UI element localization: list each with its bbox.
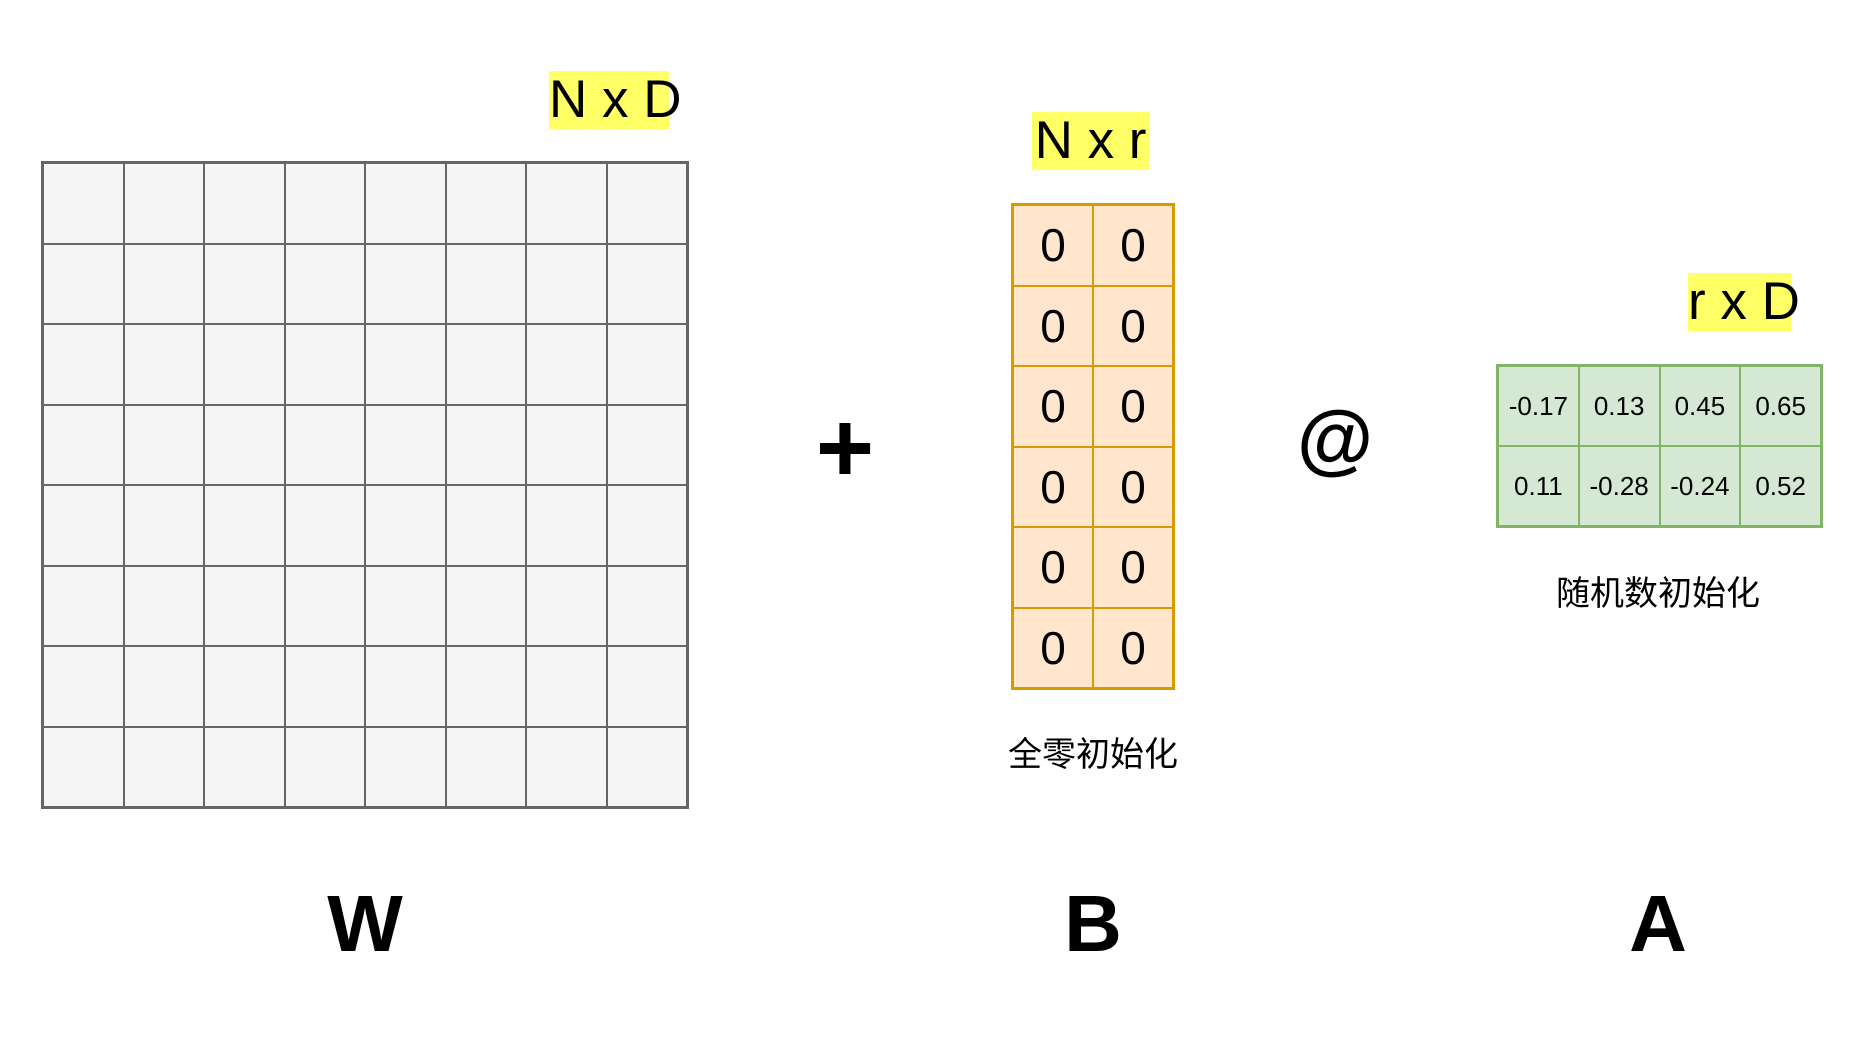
w-matrix-cell bbox=[526, 726, 607, 807]
w-matrix-cell bbox=[43, 726, 124, 807]
w-matrix-cell bbox=[526, 565, 607, 646]
w-matrix-cell bbox=[204, 646, 285, 727]
w-matrix-cell bbox=[445, 646, 526, 727]
a-matrix-cell: 0.65 bbox=[1740, 366, 1821, 446]
w-matrix-cell bbox=[445, 565, 526, 646]
w-matrix-cell bbox=[365, 163, 446, 244]
w-matrix-cell bbox=[445, 404, 526, 485]
w-matrix-cell bbox=[43, 485, 124, 566]
w-matrix-cell bbox=[204, 485, 285, 566]
w-matrix-cell bbox=[284, 324, 365, 405]
a-dimension-label: r x D bbox=[1688, 272, 1800, 331]
w-matrix-cell bbox=[204, 565, 285, 646]
w-matrix-cell bbox=[365, 646, 446, 727]
b-matrix-cell: 0 bbox=[1093, 446, 1173, 527]
w-matrix-cell bbox=[365, 485, 446, 566]
w-matrix-cell bbox=[606, 485, 687, 566]
w-matrix-cell bbox=[43, 163, 124, 244]
w-matrix-cell bbox=[284, 163, 365, 244]
w-matrix-cell bbox=[43, 646, 124, 727]
w-matrix-cell bbox=[526, 404, 607, 485]
w-matrix-cell bbox=[204, 404, 285, 485]
w-matrix-cell bbox=[365, 565, 446, 646]
a-matrix-cell: -0.24 bbox=[1659, 446, 1741, 526]
w-matrix-cell bbox=[204, 726, 285, 807]
w-matrix-cell bbox=[123, 565, 204, 646]
w-matrix-cell bbox=[606, 646, 687, 727]
w-matrix-cell bbox=[123, 324, 204, 405]
w-matrix-cell bbox=[606, 243, 687, 324]
b-matrix-cell: 0 bbox=[1093, 205, 1173, 286]
w-matrix-cell bbox=[123, 646, 204, 727]
w-matrix-cell bbox=[204, 243, 285, 324]
w-matrix-cell bbox=[365, 404, 446, 485]
w-matrix-cell bbox=[365, 243, 446, 324]
a-matrix-cell: 0.11 bbox=[1498, 446, 1579, 526]
w-matrix-cell bbox=[365, 726, 446, 807]
a-matrix-cell: 0.52 bbox=[1740, 446, 1821, 526]
w-matrix-cell bbox=[284, 726, 365, 807]
w-matrix-cell bbox=[606, 324, 687, 405]
w-matrix-name: W bbox=[327, 879, 403, 968]
w-matrix-cell bbox=[204, 163, 285, 244]
w-matrix-cell bbox=[526, 243, 607, 324]
a-matrix-cell: 0.45 bbox=[1659, 366, 1741, 446]
w-matrix-cell bbox=[204, 324, 285, 405]
b-matrix-cell: 0 bbox=[1093, 366, 1173, 447]
w-matrix-cell bbox=[606, 565, 687, 646]
a-matrix-cell: 0.13 bbox=[1578, 366, 1660, 446]
w-matrix-cell bbox=[284, 243, 365, 324]
w-matrix-cell bbox=[43, 243, 124, 324]
plus-operator: + bbox=[815, 392, 875, 504]
b-matrix-cell: 0 bbox=[1013, 446, 1093, 527]
w-matrix-cell bbox=[445, 485, 526, 566]
b-matrix-cell: 0 bbox=[1093, 527, 1173, 608]
w-matrix-cell bbox=[445, 243, 526, 324]
w-matrix-cell bbox=[606, 163, 687, 244]
matmul-operator: @ bbox=[1296, 394, 1374, 482]
b-matrix-cell: 0 bbox=[1013, 607, 1093, 688]
b-init-caption: 全零初始化 bbox=[1008, 735, 1178, 775]
b-matrix-name: B bbox=[1064, 879, 1122, 968]
a-matrix-cell: -0.28 bbox=[1578, 446, 1660, 526]
w-matrix-cell bbox=[123, 485, 204, 566]
b-dimension-label: N x r bbox=[1032, 112, 1149, 170]
w-matrix-cell bbox=[526, 163, 607, 244]
a-matrix-cell: -0.17 bbox=[1498, 366, 1579, 446]
b-matrix-cell: 0 bbox=[1013, 366, 1093, 447]
w-matrix-cell bbox=[526, 485, 607, 566]
w-matrix-cell bbox=[43, 404, 124, 485]
b-matrix-cell: 0 bbox=[1093, 285, 1173, 366]
w-dimension-label: N x D bbox=[549, 70, 682, 129]
w-matrix-cell bbox=[526, 324, 607, 405]
w-matrix-cell bbox=[606, 404, 687, 485]
w-matrix-cell bbox=[526, 646, 607, 727]
w-matrix-cell bbox=[284, 565, 365, 646]
w-matrix-cell bbox=[284, 485, 365, 566]
w-matrix-cell bbox=[123, 163, 204, 244]
b-matrix-cell: 0 bbox=[1013, 285, 1093, 366]
w-matrix-cell bbox=[123, 404, 204, 485]
w-matrix-cell bbox=[606, 726, 687, 807]
w-matrix-cell bbox=[284, 646, 365, 727]
w-matrix-cell bbox=[43, 324, 124, 405]
a-matrix-name: A bbox=[1629, 879, 1687, 968]
w-matrix-cell bbox=[43, 565, 124, 646]
w-matrix-grid bbox=[41, 161, 689, 809]
w-matrix-cell bbox=[445, 163, 526, 244]
b-matrix-cell: 0 bbox=[1093, 607, 1173, 688]
w-matrix-cell bbox=[284, 404, 365, 485]
b-matrix-cell: 0 bbox=[1013, 527, 1093, 608]
w-matrix-cell bbox=[445, 324, 526, 405]
w-matrix-cell bbox=[123, 243, 204, 324]
w-matrix-cell bbox=[123, 726, 204, 807]
a-init-caption: 随机数初始化 bbox=[1556, 574, 1760, 614]
b-matrix-cell: 0 bbox=[1013, 205, 1093, 286]
w-matrix-cell bbox=[365, 324, 446, 405]
w-matrix-cell bbox=[445, 726, 526, 807]
